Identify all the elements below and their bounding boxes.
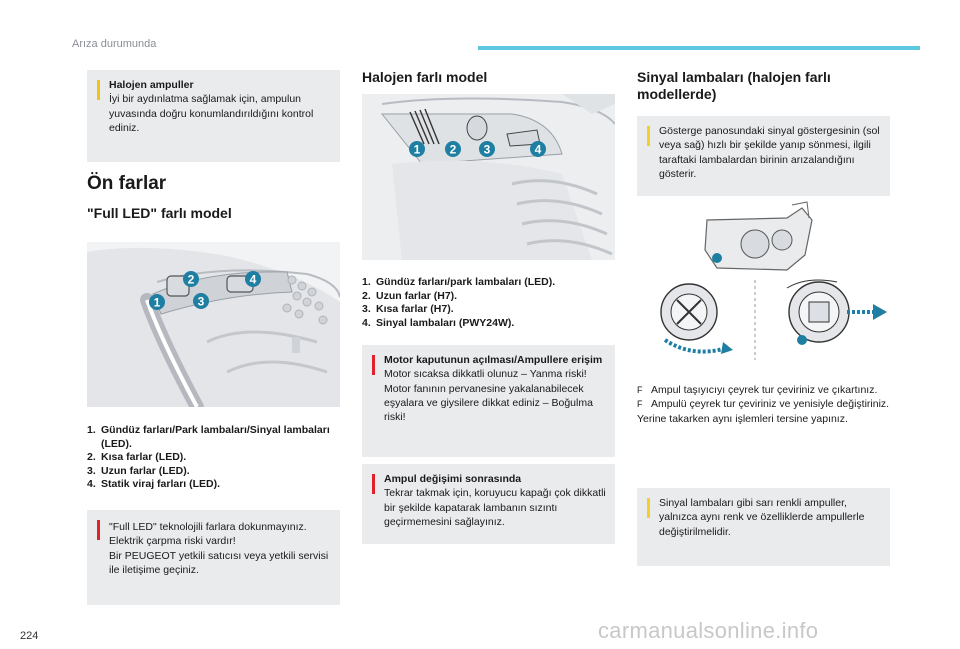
- svg-text:3: 3: [198, 295, 205, 309]
- step-bullet-icon: F: [637, 399, 643, 410]
- list-item: 1.Gündüz farları/park lambaları (LED).: [362, 276, 556, 288]
- step-bullet-icon: F: [637, 385, 643, 395]
- list-item: 2.Uzun farlar (H7).: [362, 289, 458, 302]
- bulb-holder-rotation-illustration: [660, 201, 887, 360]
- section-header: Arıza durumunda: [72, 38, 157, 50]
- list-item: 4.Sinyal lambaları (PWY24W).: [362, 316, 515, 329]
- warning-marker-icon: [372, 355, 375, 375]
- list-item: 1.Gündüz farları/Park lambaları/Sinyal l…: [87, 424, 330, 450]
- callout-3-icon: 3: [479, 141, 495, 157]
- list-item: 4.Statik viraj farları (LED).: [87, 478, 221, 491]
- bulb-change-warning-title: Ampul değişimi sonrasında: [384, 473, 522, 485]
- subsection-title-full-led: "Full LED" farlı model: [87, 205, 232, 221]
- section-title-headlamps: Ön farlar: [87, 173, 167, 194]
- halogen-info-box: Halojen ampuller İyi bir aydınlatma sağl…: [87, 70, 340, 162]
- section-title-halogen: Halojen farlı model: [362, 69, 488, 85]
- headlamp-led-illustration: 1 2 3 4: [87, 242, 340, 407]
- section-title-indicators-line2: modellerde): [637, 86, 717, 102]
- amber-bulb-info-box: Sinyal lambaları gibi sarı renkli ampull…: [637, 488, 890, 566]
- watermark: carmanualsonline.info: [598, 618, 819, 643]
- callout-1-icon: 1: [409, 141, 425, 157]
- indicator-note-text: Gösterge panosundaki sinyal göstergesini…: [659, 125, 880, 180]
- full-led-bulb-list: 1.Gündüz farları/Park lambaları/Sinyal l…: [87, 424, 340, 492]
- led-warning-box: "Full LED" teknolojili farlara dokunmayı…: [87, 510, 340, 605]
- svg-text:4: 4: [535, 143, 542, 157]
- list-item: 3.Uzun farlar (LED).: [87, 464, 190, 477]
- svg-text:4: 4: [250, 273, 257, 287]
- callout-2-icon: 2: [445, 141, 461, 157]
- svg-text:3: 3: [484, 143, 491, 157]
- full-led-headlamp-figure: 1 2 3 4: [87, 242, 340, 407]
- page-number: 224: [20, 630, 39, 642]
- reinstall-text: Yerine takarken aynı işlemleri tersine y…: [637, 412, 848, 425]
- callout-1-icon: 1: [149, 294, 165, 310]
- callout-3-icon: 3: [193, 293, 209, 309]
- svg-text:2: 2: [188, 273, 195, 287]
- warning-marker-icon: [372, 474, 375, 494]
- svg-text:1: 1: [154, 296, 161, 310]
- callout-4-icon: 4: [530, 141, 546, 157]
- halogen-note-text: İyi bir aydınlatma sağlamak için, ampulu…: [109, 93, 314, 134]
- info-marker-icon: [647, 498, 650, 518]
- halogen-note-title: Halojen ampuller: [109, 79, 194, 91]
- led-warning-line: Bir PEUGEOT yetkili satıcısı veya yetkil…: [109, 549, 329, 576]
- svg-text:2: 2: [450, 143, 457, 157]
- bonnet-warning-text: Motor sıcaksa dikkatli olunuz – Yanma ri…: [384, 368, 593, 424]
- svg-text:1: 1: [414, 143, 421, 157]
- bonnet-warning-title: Motor kaputunun açılması/Ampullere erişi…: [384, 354, 603, 366]
- led-warning-line: Elektrik çarpma riski vardır!: [109, 535, 236, 548]
- section-title-indicators-line1: Sinyal lambaları (halojen farlı: [637, 69, 831, 85]
- bulb-change-warning-box: Ampul değişimi sonrasında Tekrar takmak …: [362, 464, 615, 544]
- callout-2-icon: 2: [183, 271, 199, 287]
- info-marker-icon: [97, 80, 100, 100]
- bulb-holder-figure: [637, 200, 890, 365]
- halogen-bulb-list: 1.Gündüz farları/park lambaları (LED). 2…: [362, 276, 615, 330]
- list-item: 2.Kısa farlar (LED).: [87, 451, 187, 464]
- warning-marker-icon: [97, 520, 100, 540]
- header-accent-bar: [478, 46, 920, 50]
- bonnet-warning-box: Motor kaputunun açılması/Ampullere erişi…: [362, 345, 615, 457]
- list-item: 3.Kısa farlar (H7).: [362, 303, 454, 316]
- halogen-headlamp-figure: 1 2 3 4: [362, 94, 615, 260]
- bulb-change-warning-text: Tekrar takmak için, koruyucu kapağı çok …: [384, 487, 606, 528]
- amber-bulb-note-text: Sinyal lambaları gibi sarı renkli ampull…: [659, 497, 865, 538]
- info-marker-icon: [647, 126, 650, 146]
- led-warning-line: "Full LED" teknolojili farlara dokunmayı…: [109, 521, 307, 533]
- headlamp-halogen-illustration: 1 2 3 4: [362, 94, 615, 260]
- indicator-info-box: Gösterge panosundaki sinyal göstergesini…: [637, 116, 890, 196]
- callout-4-icon: 4: [245, 271, 261, 287]
